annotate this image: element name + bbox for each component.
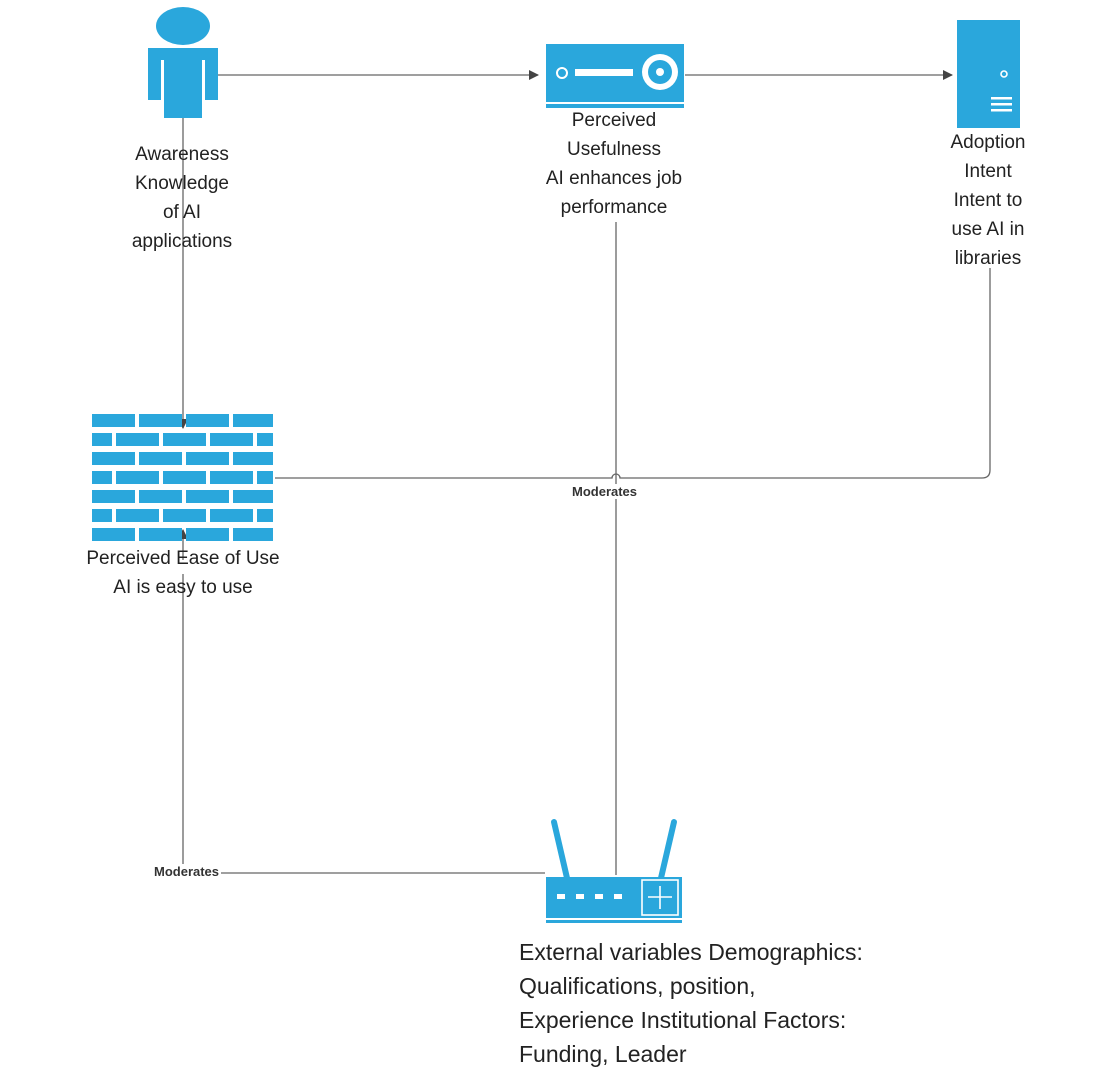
- external-line-4: Funding, Leader: [519, 1041, 687, 1067]
- server-appliance-icon: [546, 44, 684, 108]
- usefulness-line-1: Perceived: [571, 110, 657, 131]
- adoption-line-5: libraries: [954, 248, 1022, 269]
- ease-line-1: Perceived Ease of Use: [86, 548, 280, 569]
- person-icon: [148, 7, 218, 118]
- node-ease-label: Perceived Ease of Use AI is easy to use: [58, 544, 308, 602]
- node-usefulness-label: Perceived Usefulness AI enhances job per…: [514, 106, 714, 222]
- tower-server-icon: [957, 20, 1020, 128]
- adoption-line-4: use AI in: [951, 219, 1025, 240]
- adoption-line-3: Intent to: [953, 190, 1023, 211]
- router-icon: [546, 819, 682, 923]
- node-awareness-label: Awareness Knowledge of AI applications: [102, 140, 262, 256]
- usefulness-line-2: Usefulness: [567, 139, 661, 160]
- adoption-line-1: Adoption: [950, 132, 1026, 153]
- edge-label-moderates-left: Moderates: [152, 864, 222, 879]
- firewall-brick-wall-icon: [92, 414, 273, 541]
- edge-external-to-ease: [182, 574, 545, 874]
- awareness-line-4: applications: [131, 231, 233, 252]
- usefulness-line-3: AI enhances job: [545, 168, 683, 189]
- external-line-3: Experience Institutional Factors:: [519, 1007, 847, 1033]
- edge-label-moderates-center: Moderates: [570, 484, 640, 499]
- external-line-1: External variables Demographics:: [519, 939, 863, 965]
- awareness-line-3: of AI: [162, 202, 202, 223]
- usefulness-line-4: performance: [560, 197, 668, 218]
- awareness-line-1: Awareness: [135, 144, 229, 165]
- ease-line-2: AI is easy to use: [113, 577, 253, 598]
- node-external-label: External variables Demographics: Qualifi…: [519, 935, 939, 1071]
- awareness-line-2: Knowledge: [134, 173, 230, 194]
- node-adoption-label: Adoption Intent Intent to use AI in libr…: [940, 128, 1036, 273]
- external-line-2: Qualifications, position,: [519, 973, 756, 999]
- adoption-line-2: Intent: [964, 161, 1012, 182]
- edge-ease-to-adoption: [275, 268, 991, 479]
